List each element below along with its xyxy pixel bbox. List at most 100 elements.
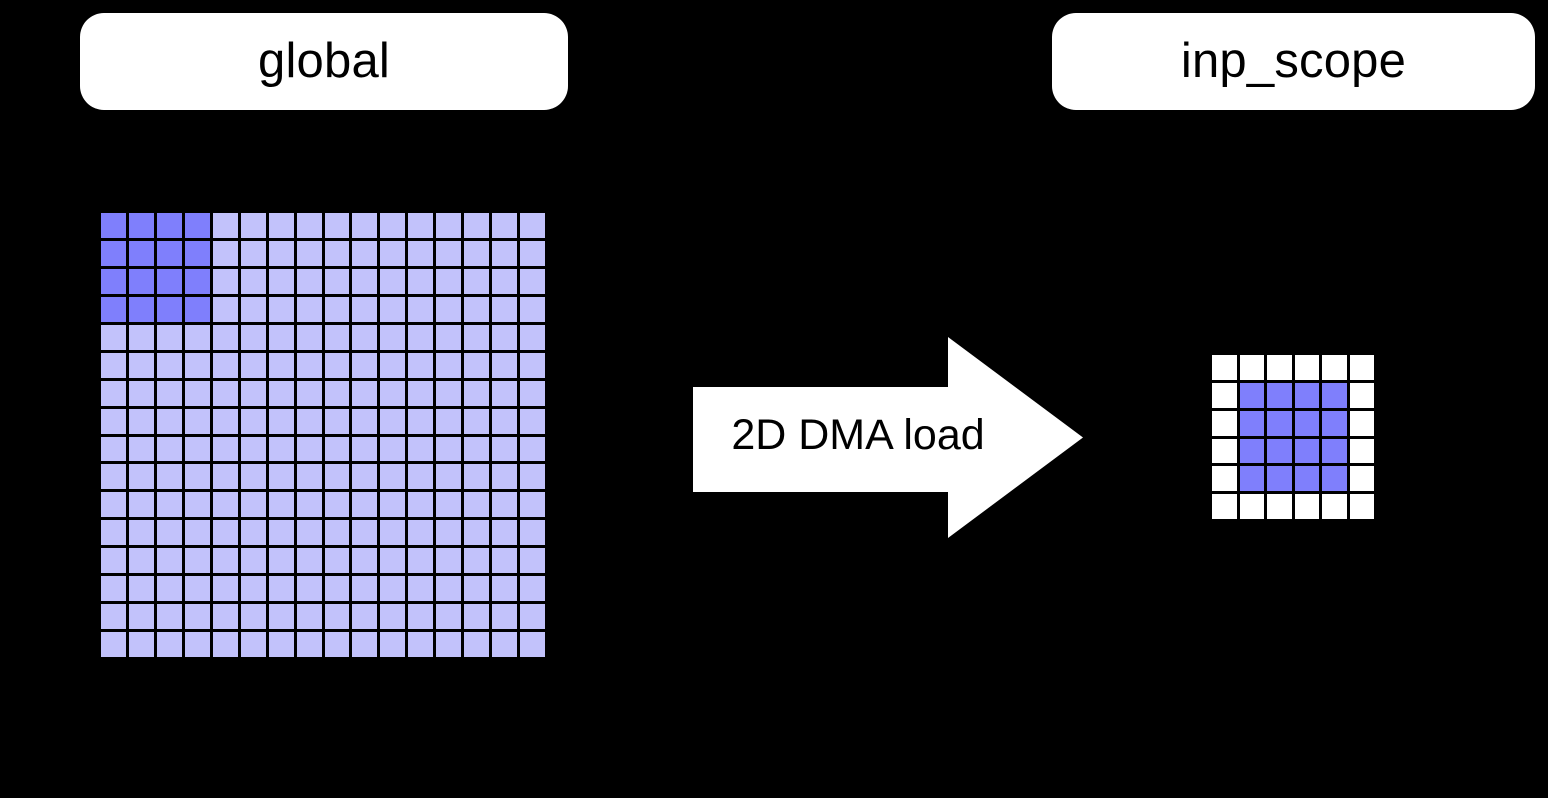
global-grid-cell (268, 296, 294, 322)
global-grid-cell (492, 576, 518, 602)
global-grid-cell (128, 352, 154, 378)
global-grid-cell (352, 240, 378, 266)
global-grid-cell (436, 492, 462, 518)
global-grid-cell (380, 240, 406, 266)
global-grid-cell (128, 492, 154, 518)
global-grid-cell (464, 213, 490, 238)
global-grid-cell (464, 464, 490, 490)
inp-scope-grid-cell (1349, 410, 1374, 436)
global-grid-cell (492, 632, 518, 657)
global-grid-cell (296, 632, 322, 657)
global-grid-cell (380, 548, 406, 574)
global-grid-cell (128, 464, 154, 490)
global-grid-cell (101, 436, 126, 462)
global-grid-cell (436, 296, 462, 322)
global-grid-cell (380, 520, 406, 546)
inp-scope-grid-cell (1322, 355, 1347, 380)
global-grid-cell (408, 324, 434, 350)
global-grid-cell (380, 604, 406, 630)
global-grid-cell (436, 632, 462, 657)
global-grid-cell (408, 604, 434, 630)
global-grid-cell (436, 324, 462, 350)
global-grid-cell (520, 632, 545, 657)
inp-scope-grid-cell (1212, 466, 1237, 492)
inp-scope-grid-cell (1322, 410, 1347, 436)
global-grid-cell (408, 576, 434, 602)
inp-scope-grid-cell (1322, 382, 1347, 408)
global-grid-cell (520, 464, 545, 490)
global-grid-cell (520, 240, 545, 266)
global-grid-cell (101, 324, 126, 350)
inp-scope-grid-cell (1294, 410, 1319, 436)
global-grid-cell (380, 268, 406, 294)
global-grid-cell (156, 604, 182, 630)
destination-label-pill: inp_scope (1052, 13, 1535, 110)
inp-scope-grid-cell (1212, 355, 1237, 380)
global-grid-cell (101, 464, 126, 490)
inp-scope-grid-cell (1322, 466, 1347, 492)
inp-scope-grid-cell (1349, 355, 1374, 380)
global-grid-cell (128, 296, 154, 322)
global-grid-cell (408, 408, 434, 434)
global-grid-cell (212, 464, 238, 490)
global-grid-cell (352, 492, 378, 518)
inp-scope-grid-cell (1239, 410, 1264, 436)
global-grid-cell (492, 352, 518, 378)
global-grid-cell (436, 240, 462, 266)
arrow-right-icon (693, 337, 1083, 538)
global-grid-cell (212, 213, 238, 238)
global-grid-cell (156, 576, 182, 602)
global-grid-cell (324, 604, 350, 630)
global-grid-cell (212, 492, 238, 518)
global-grid-cell (380, 296, 406, 322)
global-grid-cell (184, 576, 210, 602)
inp-scope-grid-cell (1239, 466, 1264, 492)
inp-scope-grid-cell (1349, 494, 1374, 519)
global-grid-cell (380, 213, 406, 238)
global-grid-cell (212, 604, 238, 630)
global-grid-cell (156, 436, 182, 462)
global-grid-cell (352, 436, 378, 462)
global-grid-cell (156, 548, 182, 574)
global-grid-cell (128, 380, 154, 406)
global-grid-cell (408, 380, 434, 406)
dma-transfer-arrow (693, 334, 1085, 541)
global-grid-cell (520, 548, 545, 574)
global-grid-cell (268, 520, 294, 546)
global-grid-cell (101, 632, 126, 657)
global-grid-cell (101, 352, 126, 378)
global-grid-cell (240, 436, 266, 462)
global-grid-cell (184, 268, 210, 294)
global-grid-cell (436, 408, 462, 434)
global-grid-cell (184, 464, 210, 490)
global-grid-cell (324, 408, 350, 434)
inp-scope-grid-cell (1212, 410, 1237, 436)
global-grid-cell (492, 492, 518, 518)
global-grid-cell (268, 576, 294, 602)
global-grid-cell (380, 324, 406, 350)
global-grid-cell (212, 352, 238, 378)
global-grid-cell (212, 240, 238, 266)
inp-scope-grid-cell (1239, 494, 1264, 519)
global-grid-cell (324, 548, 350, 574)
global-grid-cell (352, 548, 378, 574)
global-grid-cell (492, 408, 518, 434)
global-grid-cell (436, 548, 462, 574)
inp-scope-grid-cell (1294, 382, 1319, 408)
inp-scope-grid-cell (1294, 438, 1319, 464)
global-grid-cell (408, 296, 434, 322)
global-grid-cell (352, 268, 378, 294)
global-grid-cell (184, 604, 210, 630)
global-grid-cell (101, 548, 126, 574)
global-grid-cell (464, 324, 490, 350)
global-grid-cell (492, 268, 518, 294)
inp-scope-grid-cell (1239, 382, 1264, 408)
global-grid-cell (128, 576, 154, 602)
inp-scope-grid-cell (1294, 494, 1319, 519)
global-grid-cell (464, 352, 490, 378)
global-grid-cell (408, 352, 434, 378)
global-grid-cell (240, 268, 266, 294)
inp-scope-grid-cell (1267, 438, 1292, 464)
global-grid-cell (408, 632, 434, 657)
global-grid-cell (268, 464, 294, 490)
